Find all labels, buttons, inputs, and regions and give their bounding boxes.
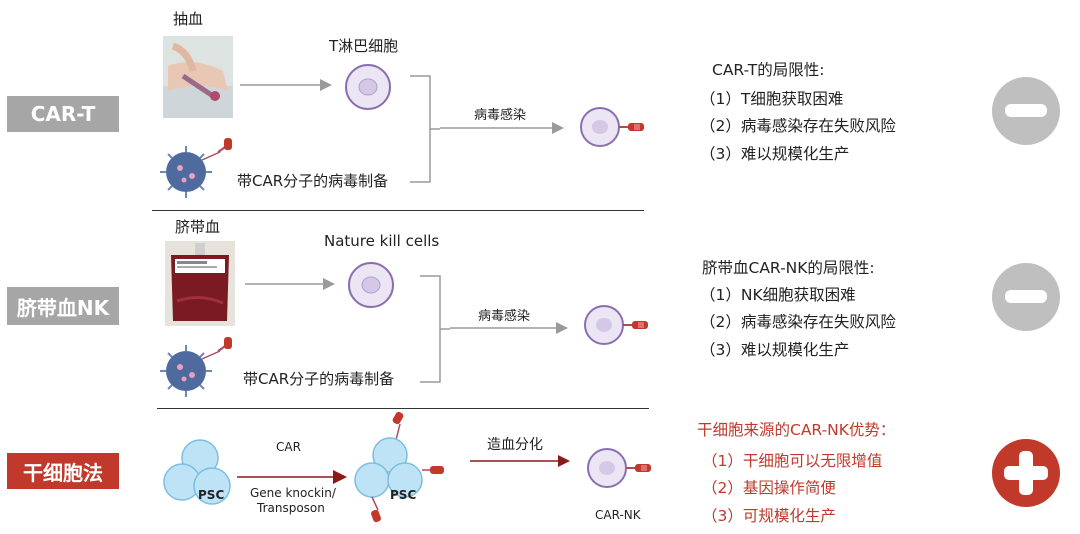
method-line-2: Transposon [257, 501, 325, 515]
car-nk-cell [584, 305, 648, 345]
psc-car-cluster [354, 411, 444, 523]
psc-label: PSC [198, 488, 225, 502]
arrow-infection-2 [450, 322, 568, 334]
advantage-2: （2）基因操作简便 [702, 479, 836, 497]
divider-1 [152, 210, 644, 211]
car-nk-cell-final [587, 448, 651, 488]
arrow-blood-to-t [240, 79, 332, 91]
row-label-stem: 干细胞法 [7, 453, 119, 489]
arrow-cord-to-nk [245, 278, 335, 290]
limit-1-2: （2）病毒感染存在失败风险 [700, 117, 896, 135]
limit-2-1: （1）NK细胞获取困难 [700, 286, 856, 304]
nk-cell [348, 262, 394, 308]
method-line-1: Gene knockin/ [250, 486, 336, 500]
cord-blood-bag-image [165, 241, 235, 326]
infection-label-2: 病毒感染 [478, 309, 531, 324]
virus-prep-label-1: 带CAR分子的病毒制备 [237, 172, 389, 190]
car-label: CAR [276, 440, 301, 454]
row-label-cart: CAR-T [7, 96, 119, 132]
divider-2 [157, 408, 649, 409]
advantage-1: （1）干细胞可以无限增值 [702, 452, 883, 470]
psc-label-2: PSC [390, 488, 417, 502]
blood-draw-image [163, 36, 233, 118]
differentiation-label: 造血分化 [487, 437, 543, 453]
limits-title-1: CAR-T的局限性: [712, 61, 825, 79]
limit-2-3: （3）难以规模化生产 [700, 341, 850, 359]
draw-blood-label: 抽血 [173, 10, 204, 28]
cord-blood-label: 脐带血 [175, 218, 221, 236]
car-nk-result-label: CAR-NK [595, 508, 641, 522]
limit-1-3: （3）难以规模化生产 [700, 145, 850, 163]
car-t-cell [580, 107, 644, 147]
row-label-cbnk: 脐带血NK [7, 287, 119, 325]
advantages-title: 干细胞来源的CAR-NK优势： [697, 421, 896, 439]
virus-icon-2 [160, 337, 232, 397]
t-cell-label: T淋巴细胞 [329, 37, 399, 55]
minus-icon [992, 77, 1060, 145]
virus-prep-label-2: 带CAR分子的病毒制备 [243, 370, 395, 388]
bracket-2 [420, 275, 450, 383]
limit-1-1: （1）T细胞获取困难 [700, 90, 844, 108]
virus-icon [160, 138, 232, 198]
arrow-infection-1 [440, 122, 564, 134]
limits-title-2: 脐带血CAR-NK的局限性: [702, 259, 875, 277]
advantage-3: （3）可规模化生产 [702, 507, 836, 525]
arrow-gene-edit [237, 470, 347, 484]
t-cell [345, 64, 391, 110]
limit-2-2: （2）病毒感染存在失败风险 [700, 313, 896, 331]
infection-label-1: 病毒感染 [474, 108, 527, 123]
minus-icon-2 [992, 263, 1060, 331]
arrow-differentiation [470, 455, 570, 467]
plus-icon [992, 439, 1060, 507]
nk-cell-label: Nature kill cells [324, 232, 440, 250]
bracket-1 [410, 75, 440, 183]
psc-cluster [163, 439, 231, 505]
